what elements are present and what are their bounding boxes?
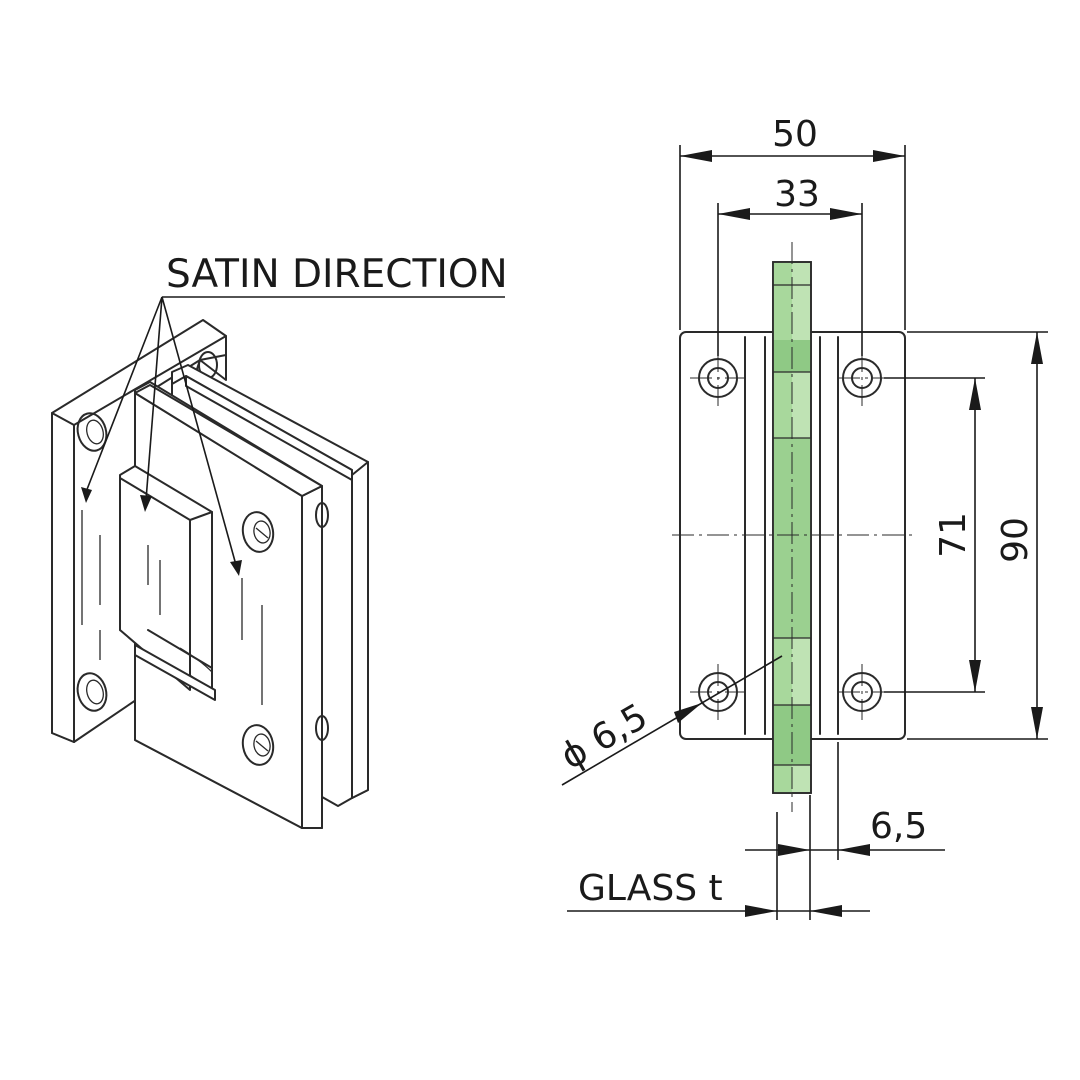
wall-plate-hole-bottom	[76, 672, 108, 712]
dim-hole-spacing-height-label: 71	[933, 512, 974, 558]
clamp-screw-top	[241, 511, 275, 553]
dim-overall-height-label: 90	[995, 517, 1036, 563]
hinge-knuckle	[119, 465, 216, 701]
dim-hole-diameter	[561, 655, 783, 786]
dim-hole-spacing-width-label: 33	[774, 174, 820, 215]
dim-overall-width	[679, 145, 906, 330]
dim-plate-thickness-label: 6,5	[870, 806, 927, 847]
center-lines	[672, 242, 915, 812]
dim-glass-thickness-label: GLASS t	[578, 868, 723, 909]
dim-hole-spacing-width	[717, 203, 863, 356]
dim-overall-height	[907, 331, 1048, 740]
wall-plate-hole-top	[76, 412, 108, 452]
dim-hole-spacing-height	[884, 377, 985, 693]
satin-direction-leaders	[81, 296, 505, 576]
dim-hole-diameter-label: ϕ 6,5	[554, 696, 655, 778]
dim-glass-thickness	[567, 905, 870, 917]
satin-streaks	[81, 510, 263, 705]
dim-overall-width-label: 50	[772, 114, 818, 155]
clamp-screw-bottom	[241, 724, 275, 766]
hinge-isometric-view: SATIN DIRECTION	[51, 252, 508, 829]
satin-direction-label: SATIN DIRECTION	[166, 252, 508, 297]
hinge-front-view: 50 33 71 90	[554, 114, 1048, 920]
dim-plate-thickness	[745, 742, 945, 920]
